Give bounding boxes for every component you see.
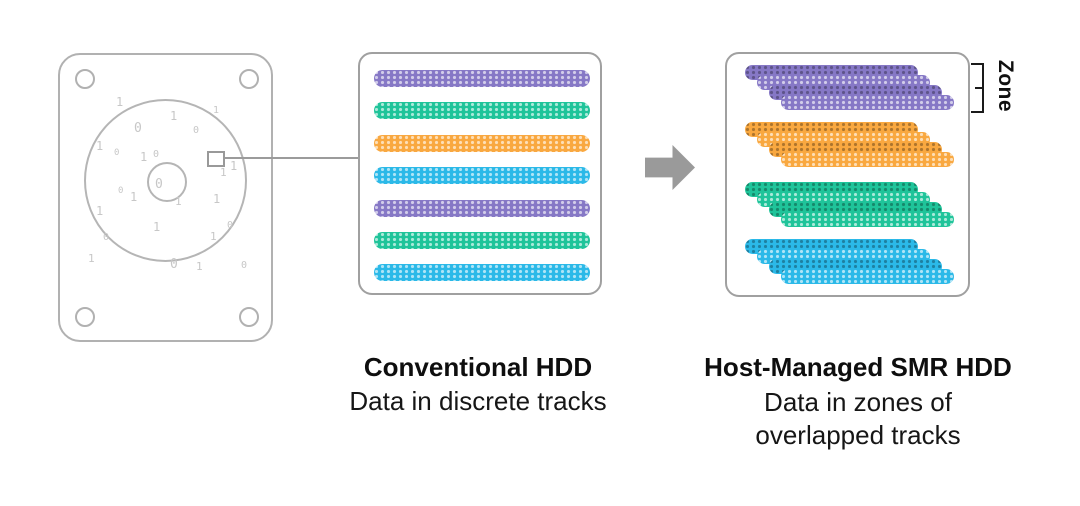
discrete-track-purple <box>374 70 590 87</box>
smr-zones-panel <box>725 52 970 297</box>
discrete-track-cyan <box>374 167 590 185</box>
discrete-track-green <box>374 232 590 249</box>
overlapped-track-orange <box>781 152 954 167</box>
discrete-track-orange <box>374 134 590 152</box>
right-arrow-icon <box>645 145 695 190</box>
screw-hole-icon <box>239 307 259 327</box>
smr-title: Host-Managed SMR HDD <box>704 352 1012 382</box>
smr-subtitle-line2: overlapped tracks <box>755 420 961 450</box>
magnified-region-box <box>207 151 225 167</box>
smr-subtitle-line1: Data in zones of <box>764 387 952 417</box>
discrete-track-green <box>374 102 590 120</box>
discrete-track-cyan <box>374 264 590 282</box>
overlapped-track-purple <box>781 95 954 110</box>
platter-circle <box>84 99 247 262</box>
spindle-circle <box>147 162 187 202</box>
smr-subtitle: Data in zones of overlapped tracks <box>687 386 1029 452</box>
screw-hole-icon <box>75 307 95 327</box>
conventional-tracks-panel <box>358 52 602 295</box>
zone-bracket <box>971 63 984 113</box>
conventional-subtitle: Data in discrete tracks <box>349 386 607 416</box>
zone-label: Zone <box>994 59 1017 113</box>
overlapped-track-green <box>781 212 954 227</box>
overlapped-track-cyan <box>781 269 954 284</box>
screw-hole-icon <box>75 69 95 89</box>
magnifier-connector-line <box>225 157 358 159</box>
screw-hole-icon <box>239 69 259 89</box>
conventional-title: Conventional HDD <box>363 352 593 382</box>
discrete-track-purple <box>374 199 590 217</box>
